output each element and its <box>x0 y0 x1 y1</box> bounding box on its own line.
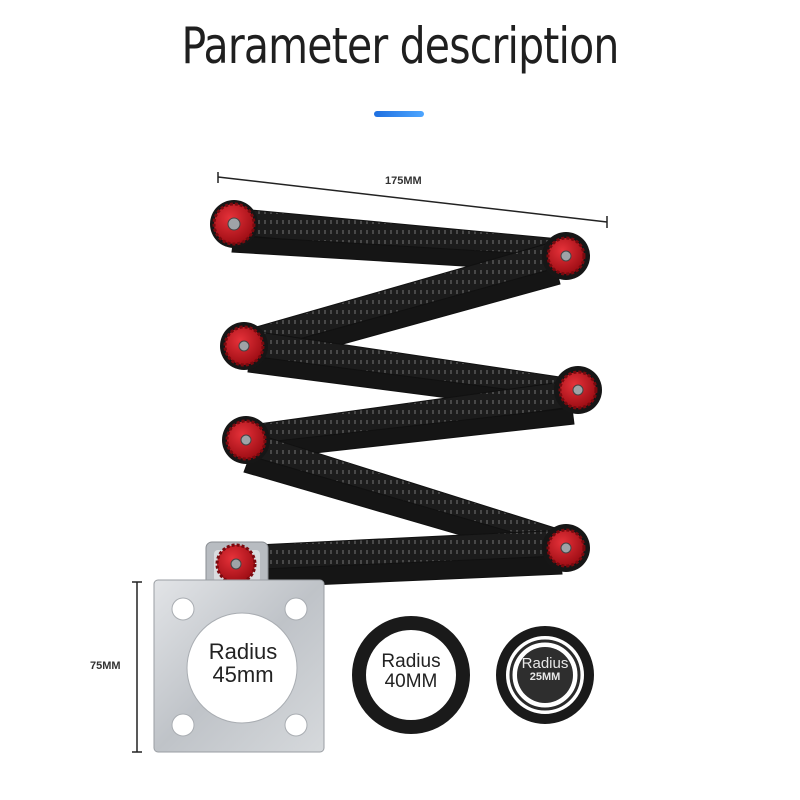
ring-25mm <box>496 626 594 724</box>
knob <box>546 528 586 568</box>
radius-45-word: Radius <box>208 639 278 664</box>
width-dimension-line <box>217 172 608 228</box>
knob <box>546 236 586 276</box>
radius-40-value: 40MM <box>384 670 438 692</box>
radius-40-label: Radius 40MM <box>365 652 457 692</box>
radius-45-label: Radius 45mm <box>198 640 288 686</box>
radius-25-label: Radius 25MM <box>505 656 585 683</box>
title-underline <box>374 111 424 117</box>
knob <box>215 543 257 585</box>
ring-40mm <box>352 616 470 734</box>
adjustment-knobs <box>212 202 598 585</box>
radius-25-word: Radius <box>521 655 569 672</box>
radius-40-word: Radius <box>381 651 441 672</box>
folding-ruler-arms <box>227 207 581 589</box>
knob <box>558 370 598 410</box>
height-dimension-line <box>132 581 142 753</box>
knob <box>212 202 256 246</box>
radius-45-value: 45mm <box>212 662 274 688</box>
knob <box>225 419 267 461</box>
width-dimension-label: 175MM <box>385 175 422 187</box>
square-guide-plate <box>153 579 325 753</box>
radius-25-value: 25MM <box>529 670 561 683</box>
page-title: Parameter description <box>181 17 619 75</box>
knob <box>223 325 265 367</box>
height-dimension-label: 75MM <box>90 660 121 672</box>
